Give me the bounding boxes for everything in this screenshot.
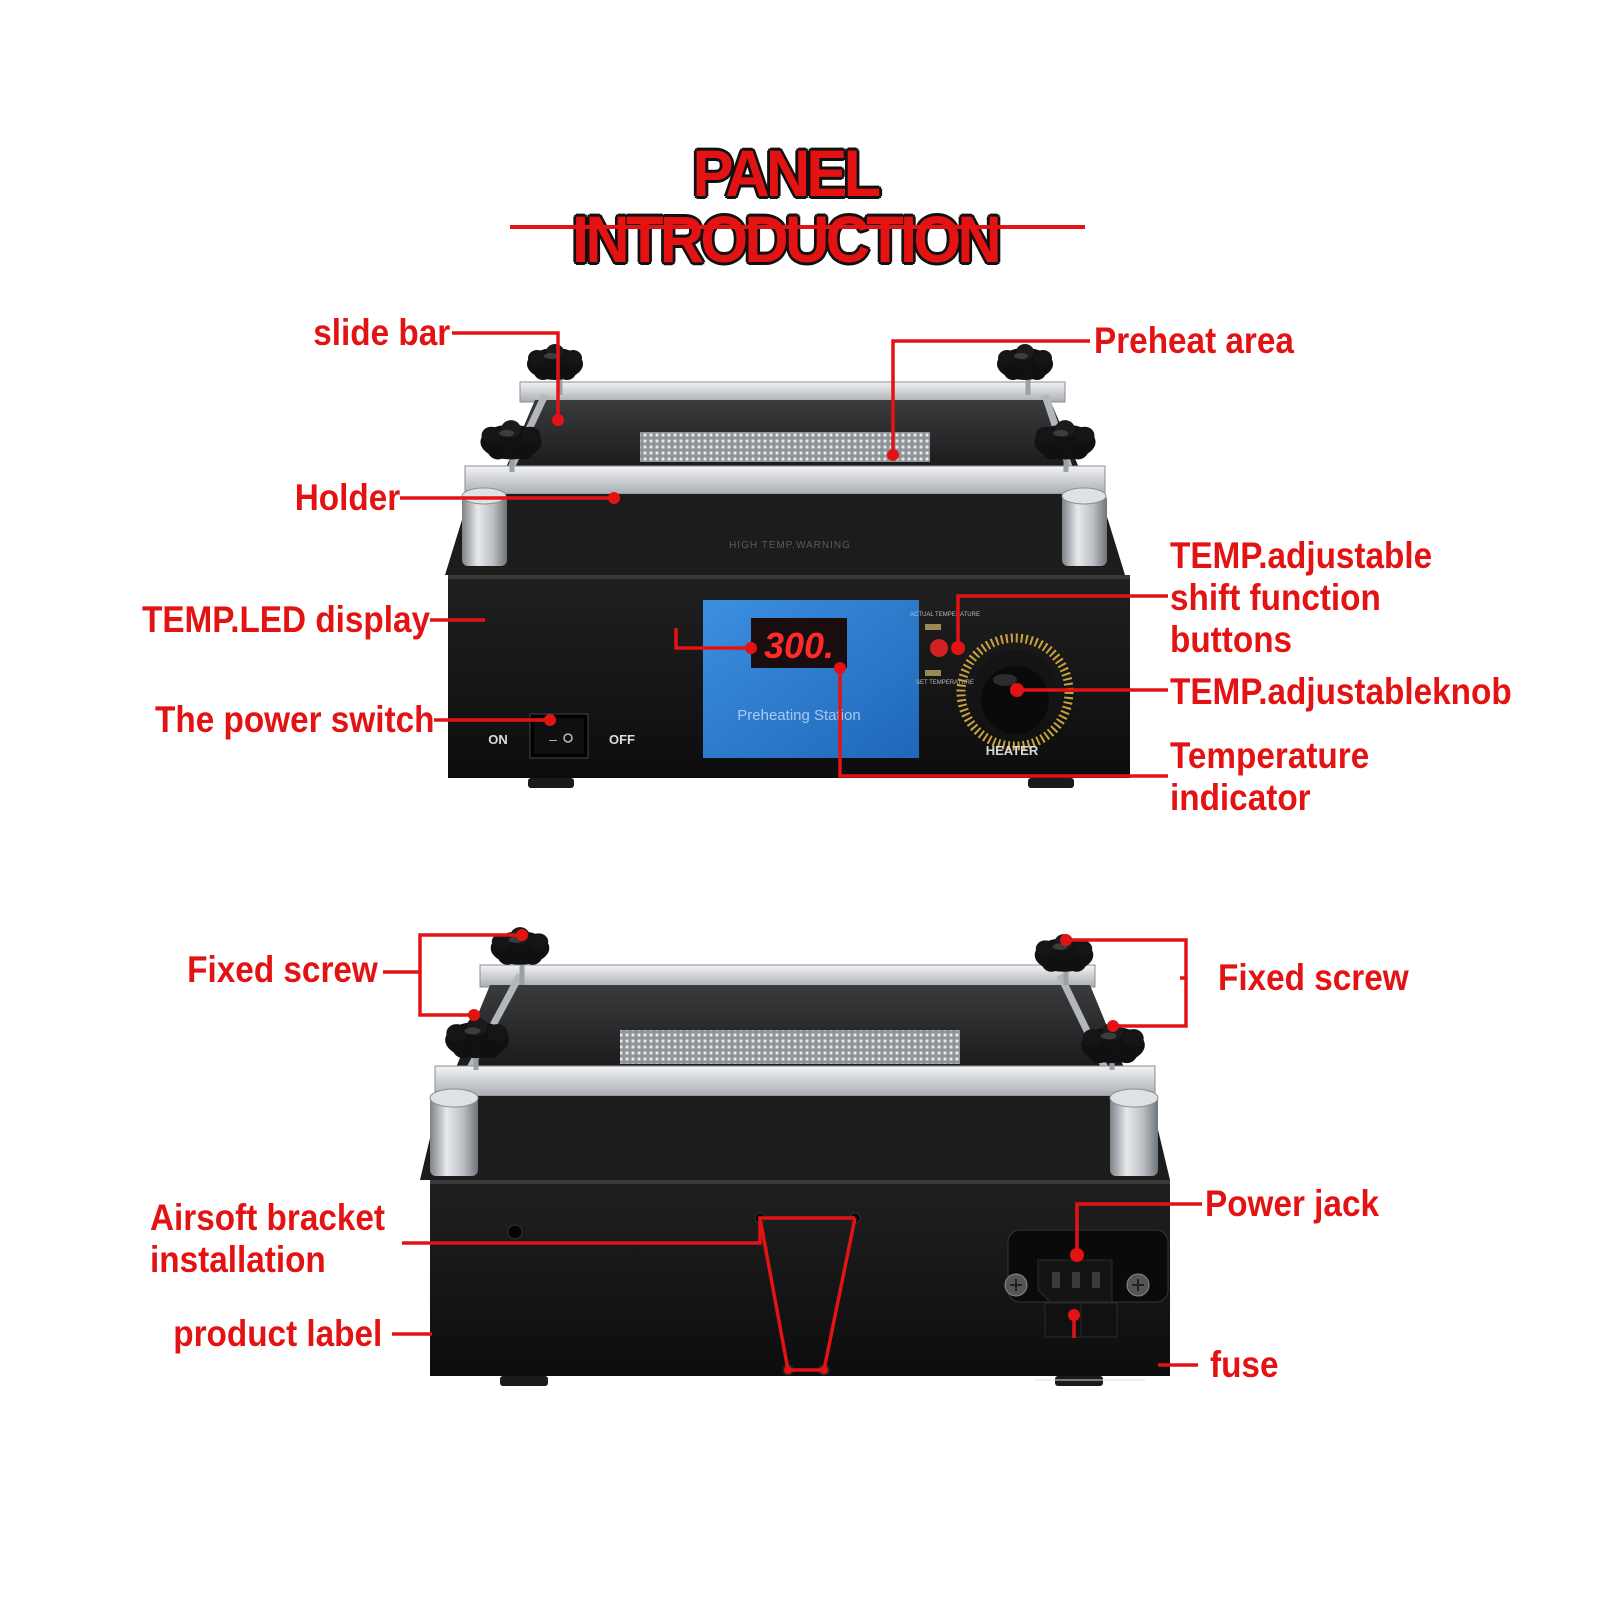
label-fixed-screw-right: Fixed screw xyxy=(1218,957,1409,998)
label-temperature-indicator-line2: indicator xyxy=(1170,777,1311,818)
label-fuse: fuse xyxy=(1210,1344,1279,1385)
front-screw-back-left-icon[interactable] xyxy=(527,344,583,380)
front-post-left xyxy=(462,494,507,566)
label-temp-shift-buttons-line1: TEMP.adjustable xyxy=(1170,535,1433,576)
holder-bar xyxy=(464,465,1106,495)
label-power-switch: The power switch xyxy=(154,699,434,740)
front-screw-back-right-icon[interactable] xyxy=(997,344,1053,380)
label-preheat-area: Preheat area xyxy=(1094,320,1294,361)
actual-temperature-text: ACTUAL TEMPERATURE xyxy=(910,612,980,618)
set-temperature-text: SET TEMPERATURE xyxy=(916,680,974,686)
label-airsoft-bracket-line2: installation xyxy=(150,1239,326,1280)
front-post-right xyxy=(1062,494,1107,566)
front-device: HIGH TEMP.WARNING 300. Pr xyxy=(445,344,1130,788)
heater-text: HEATER xyxy=(986,743,1039,758)
back-preheat-mesh xyxy=(620,1030,960,1064)
label-fixed-screw-left: Fixed screw xyxy=(187,949,378,990)
label-airsoft-bracket-line1: Airsoft bracket xyxy=(150,1197,386,1238)
label-holder: Holder xyxy=(294,477,400,518)
annotation-dots xyxy=(468,414,1119,1374)
label-temp-shift-buttons-line2: shift function xyxy=(1170,577,1381,618)
temp-shift-button[interactable] xyxy=(930,639,948,657)
station-name: Preheating Station xyxy=(737,707,860,724)
led-display-value: 300. xyxy=(764,625,834,666)
title-underline xyxy=(510,225,1085,229)
annotation-leaders xyxy=(383,331,1202,1372)
label-slide-bar: slide bar xyxy=(313,312,450,353)
switch-off-text: OFF xyxy=(609,732,635,747)
page-title: PANEL INTRODUCTION xyxy=(572,136,1002,276)
led-display xyxy=(751,618,847,668)
label-temp-knob: TEMP.adjustableknob xyxy=(1170,671,1512,712)
label-power-jack: Power jack xyxy=(1205,1183,1380,1224)
front-back-rail xyxy=(519,381,1066,403)
power-jack[interactable] xyxy=(1004,1229,1169,1303)
label-temperature-indicator-line1: Temperature xyxy=(1170,735,1370,776)
switch-on-text: ON xyxy=(488,732,508,747)
svg-text:–: – xyxy=(549,731,557,747)
preheat-mesh xyxy=(640,432,930,462)
label-temp-led-display: TEMP.LED display xyxy=(141,599,430,640)
label-temp-shift-buttons-line3: buttons xyxy=(1170,619,1293,660)
front-deck xyxy=(445,494,1125,575)
warning-text: HIGH TEMP.WARNING xyxy=(729,540,851,551)
back-device xyxy=(420,927,1170,1386)
label-product-label: product label xyxy=(172,1313,382,1354)
